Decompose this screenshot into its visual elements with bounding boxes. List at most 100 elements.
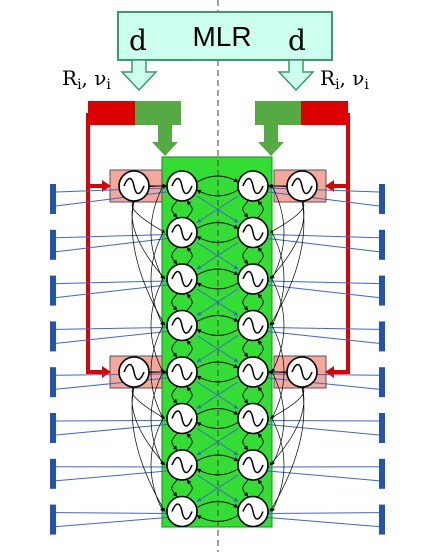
vcoupling-a-0-5 [171,433,178,451]
hcoupling-top-7 [196,501,239,508]
lr-coupling-1-1 [271,232,285,326]
diag-coupling-b-1 [196,242,239,270]
left-wire-a-1 [55,234,168,239]
right-wire-a-5 [267,420,380,422]
lr-coupling-0-4 [150,371,164,466]
left-wire-b-7 [55,517,168,528]
vcoupling-a-0-2 [171,293,178,311]
right-wire-b-6 [267,470,380,482]
vcoupling-b-1-3 [257,340,264,358]
right-drive-label: Ri, νi [320,66,369,93]
right-wire-b-2 [267,284,380,299]
right-red-line [334,113,350,374]
right-electrode-6 [379,458,385,489]
hcoupling-top-0 [196,175,239,183]
right-wire-b-4 [267,377,380,390]
right-electrode-5 [379,413,385,443]
left-wire-b-3 [55,331,168,344]
vcoupling-b-1-4 [257,386,264,404]
vcoupling-a-0-6 [171,479,178,497]
mlr-label: MLR [192,21,251,52]
hcoupling-bot-7 [196,515,239,522]
left-electrode-3 [50,321,56,352]
vcoupling-a-0-4 [171,386,178,404]
vcoupling-a-0-3 [171,340,178,358]
left-red-line [86,113,102,374]
vcoupling-b-0-6 [186,479,193,497]
drive-coupling-r-0-2 [269,200,305,280]
left-drive-oscillator-1-sine-icon [123,363,145,381]
mlr-right-output-arrow [277,59,315,92]
left-wire-b-2 [55,284,168,299]
lr-coupling-1-0 [271,185,285,280]
hcoupling-bot-1 [196,236,239,243]
oscillator-1-7-sine-icon [242,503,264,520]
right-electrode-1 [379,229,385,260]
drive-coupling-l-1-3 [131,386,166,512]
right-electrode-0 [379,184,385,214]
left-wire-b-6 [55,470,168,482]
left-red-bar [88,101,135,125]
mlr-left-output-arrow [120,59,158,92]
left-wire-b-1 [55,238,168,253]
hcoupling-bot-5 [196,422,239,429]
hcoupling-bot-2 [196,282,239,290]
vcoupling-b-0-5 [186,433,193,451]
drive-coupling-r-1-1 [269,386,305,419]
vcoupling-b-0-0 [186,200,193,218]
hcoupling-top-3 [196,315,239,322]
drive-coupling-r-0-1 [269,200,305,233]
oscillator-0-7-sine-icon [171,503,193,520]
right-drive-oscillator-1-sine-icon [291,363,313,381]
oscillator-1-1-sine-icon [242,224,264,241]
lr-coupling-1-5 [271,418,285,512]
drive-coupling-l-0-2 [131,200,166,280]
drive-coupling-l-0-1 [131,200,166,233]
oscillator-0-0-sine-icon [171,177,193,195]
diag-coupling-b-4 [196,381,239,409]
right-wire-b-0 [267,191,380,207]
left-green-arrow [152,125,178,156]
lr-coupling-0-2 [150,278,164,373]
left-electrode-5 [50,413,56,443]
oscillator-1-2-sine-icon [242,270,264,288]
oscillator-1-0-sine-icon [242,177,264,195]
drive-coupling-l-1-2 [131,386,166,466]
right-electrode-3 [379,321,385,352]
vcoupling-a-0-0 [171,200,178,218]
left-drive-oscillator-0-sine-icon [123,177,145,195]
left-electrode-2 [50,275,56,306]
left-electrode-7 [50,504,56,535]
diag-coupling-b-3 [196,335,239,363]
vcoupling-a-1-2 [242,293,249,311]
drive-coupling-l-0-3 [131,200,166,326]
mlr-box [117,11,333,61]
oscillator-0-3-sine-icon [171,317,193,334]
vcoupling-b-1-6 [257,479,264,497]
left-electrode-4 [50,367,56,398]
oscillator-0-2-sine-icon [171,270,193,288]
drive-bars [88,101,348,125]
mlr-right-port-label: d [288,24,306,57]
oscillator-0-1-sine-icon [171,224,193,241]
left-wire-a-2 [55,280,168,285]
vcoupling-a-1-5 [242,433,249,451]
lr-coupling-1-2 [271,278,285,373]
mlr-block: MLR d d [117,11,333,92]
vcoupling-a-1-6 [242,479,249,497]
oscillator-1-5-sine-icon [242,410,264,427]
right-wire-a-3 [267,327,380,330]
right-drive-oscillator-0-sine-icon [291,177,313,195]
oscillator-0-4-sine-icon [171,363,193,381]
right-electrode-2 [379,275,385,306]
vcoupling-b-0-2 [186,293,193,311]
vcoupling-b-1-2 [257,293,264,311]
hcoupling-top-4 [196,361,239,369]
vcoupling-a-1-1 [242,247,249,265]
diag-coupling-b-6 [196,474,239,502]
drive-coupling-l-1-1 [131,386,166,419]
mlr-left-port-label: d [129,24,147,57]
lr-coupling-1-4 [271,371,285,466]
lr-coupling-0-5 [150,418,164,512]
